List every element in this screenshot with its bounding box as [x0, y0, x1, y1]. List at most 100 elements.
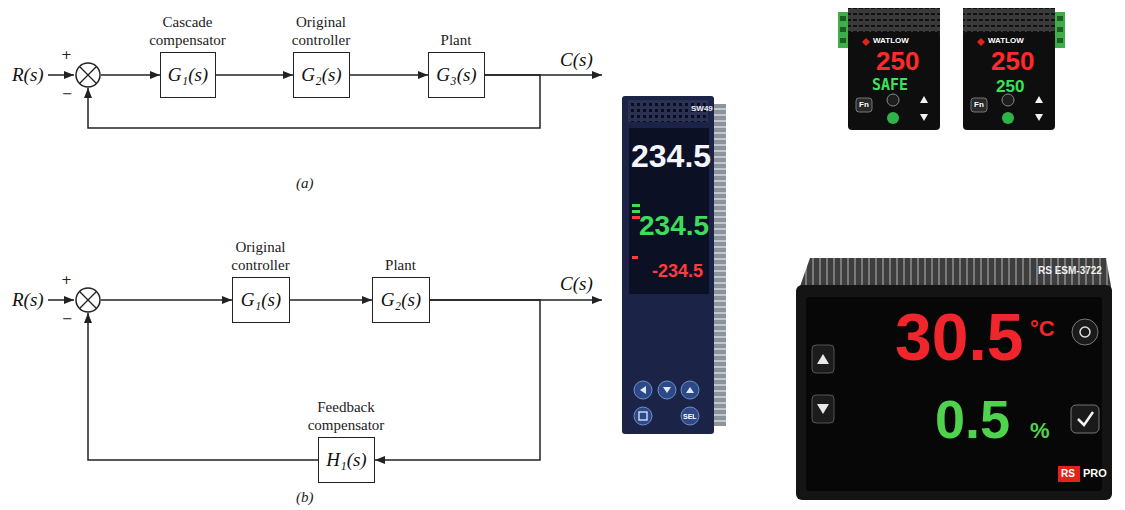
display-text: WATLOW — [873, 37, 909, 45]
signal-label: C(s) — [560, 50, 593, 69]
panel-controller-wide-part — [1071, 405, 1099, 433]
block-heading: Cascade compensator — [132, 13, 244, 49]
display-text: 250 — [876, 48, 919, 74]
block-heading: Plant — [345, 256, 457, 274]
display-text: Fn — [974, 101, 984, 109]
display-text: Fn — [859, 101, 869, 109]
panel-controller-small-part — [1057, 27, 1063, 32]
panel-controller-tall-part — [681, 381, 699, 399]
signal-label: (b) — [296, 490, 314, 505]
junction-symbol — [75, 62, 101, 88]
display-text: % — [1030, 420, 1050, 442]
panel-controller-small-part — [977, 38, 985, 46]
panel-controller-small-part — [848, 32, 940, 130]
signal-wire-part — [48, 299, 74, 301]
panel-controller-tall-part — [634, 407, 652, 425]
panel-controller-wide-part — [1058, 466, 1080, 482]
signal-connector — [88, 313, 318, 460]
signal-label: R(s) — [12, 290, 44, 309]
transfer-function: G₁(s) — [241, 290, 281, 311]
display-text: SAFE — [872, 78, 908, 93]
panel-controller-tall-part — [622, 96, 714, 434]
block-box: Original controllerG₁(s) — [232, 277, 290, 323]
panel-controller-tall-part — [640, 386, 646, 394]
display-text: 30.5 — [895, 304, 1023, 370]
panel-controller-small-part — [840, 38, 846, 43]
display-text: °C — [1030, 318, 1055, 340]
panel-controller-tall-part — [632, 216, 640, 219]
panel-controller-wide-part — [806, 297, 1102, 491]
junction-symbol-part — [80, 292, 97, 309]
panel-controller-tall-part — [632, 210, 640, 213]
sign-label: − — [62, 87, 73, 100]
transfer-function: G₁(s) — [168, 65, 208, 86]
panel-controller-small-part — [840, 27, 846, 32]
panel-controller-small — [963, 8, 1065, 130]
panel-controller-small-part — [920, 96, 928, 103]
panel-controller-wide-part — [1072, 319, 1098, 345]
display-text: 0.5 — [935, 392, 1010, 446]
transfer-function: G₃(s) — [436, 65, 476, 86]
block-heading: Plant — [400, 31, 512, 49]
panel-controller-small-part — [1002, 112, 1014, 124]
block-box: Cascade compensatorG₁(s) — [160, 52, 216, 98]
panel-controller-tall-part — [632, 256, 638, 259]
panel-controller-tall-part — [658, 381, 676, 399]
panel-controller-small — [838, 8, 940, 130]
panel-controller-small-part — [1035, 114, 1043, 121]
panel-controller-wide-part — [812, 345, 834, 373]
summing-junction: +− — [75, 62, 101, 88]
block-heading: Original controller — [205, 238, 317, 274]
panel-controller-small-part — [963, 8, 1055, 36]
panel-controller-tall-part — [663, 387, 671, 393]
signal-connector — [101, 299, 232, 301]
junction-symbol-part — [80, 67, 97, 84]
panel-controller-wide — [796, 258, 1112, 500]
panel-controller-small-part — [971, 98, 987, 112]
panel-controller-wide-part — [817, 354, 829, 364]
junction-symbol-part — [76, 63, 100, 87]
panel-controller-wide-part — [1080, 327, 1090, 337]
panel-controller-small-part — [887, 94, 899, 106]
panel-controller-tall-part — [632, 204, 640, 207]
signal-connector — [290, 299, 372, 301]
signal-connector — [350, 74, 428, 76]
panel-controller-small-part — [963, 32, 1055, 130]
display-text: -234.5 — [652, 262, 703, 280]
junction-symbol-part — [80, 67, 97, 84]
panel-controller-small-part — [848, 8, 940, 36]
signal-connector — [375, 300, 540, 460]
transfer-function: G₂(s) — [381, 290, 421, 311]
signal-label: (a) — [296, 176, 314, 191]
panel-controller-small-part — [856, 98, 872, 112]
panel-controller-tall-part — [686, 387, 694, 393]
block-box: PlantG₃(s) — [428, 52, 485, 98]
junction-symbol-part — [80, 292, 97, 309]
panel-controller-tall-part — [634, 381, 652, 399]
panel-controller-small-part — [1057, 16, 1063, 21]
display-text: PRO — [1083, 468, 1107, 479]
panel-controller-small-part — [1057, 38, 1063, 43]
signal-connector — [101, 74, 160, 76]
block-box: Feedback compensatorH₁(s) — [318, 437, 375, 483]
signal-wire-part — [48, 74, 74, 76]
display-text: 250 — [996, 78, 1024, 95]
panel-controller-wide-part — [812, 395, 834, 423]
signal-connector — [216, 74, 293, 76]
display-text: WATLOW — [988, 37, 1024, 45]
display-text: SW49 — [691, 105, 713, 113]
panel-controller-small-part — [862, 38, 870, 46]
panel-controller-wide-part — [796, 285, 1112, 500]
panel-controller-wide-part — [817, 404, 829, 414]
display-text: 234.5 — [639, 212, 709, 240]
panel-controller-tall-part — [681, 407, 699, 425]
signal-wire — [48, 75, 602, 300]
block-heading: Feedback compensator — [290, 398, 402, 434]
block-box: Original controllerG₂(s) — [293, 52, 350, 98]
panel-controller-tall — [622, 96, 726, 434]
panel-controller-small-part — [840, 16, 846, 21]
panel-controller-small-part — [887, 112, 899, 124]
junction-symbol — [75, 287, 101, 313]
